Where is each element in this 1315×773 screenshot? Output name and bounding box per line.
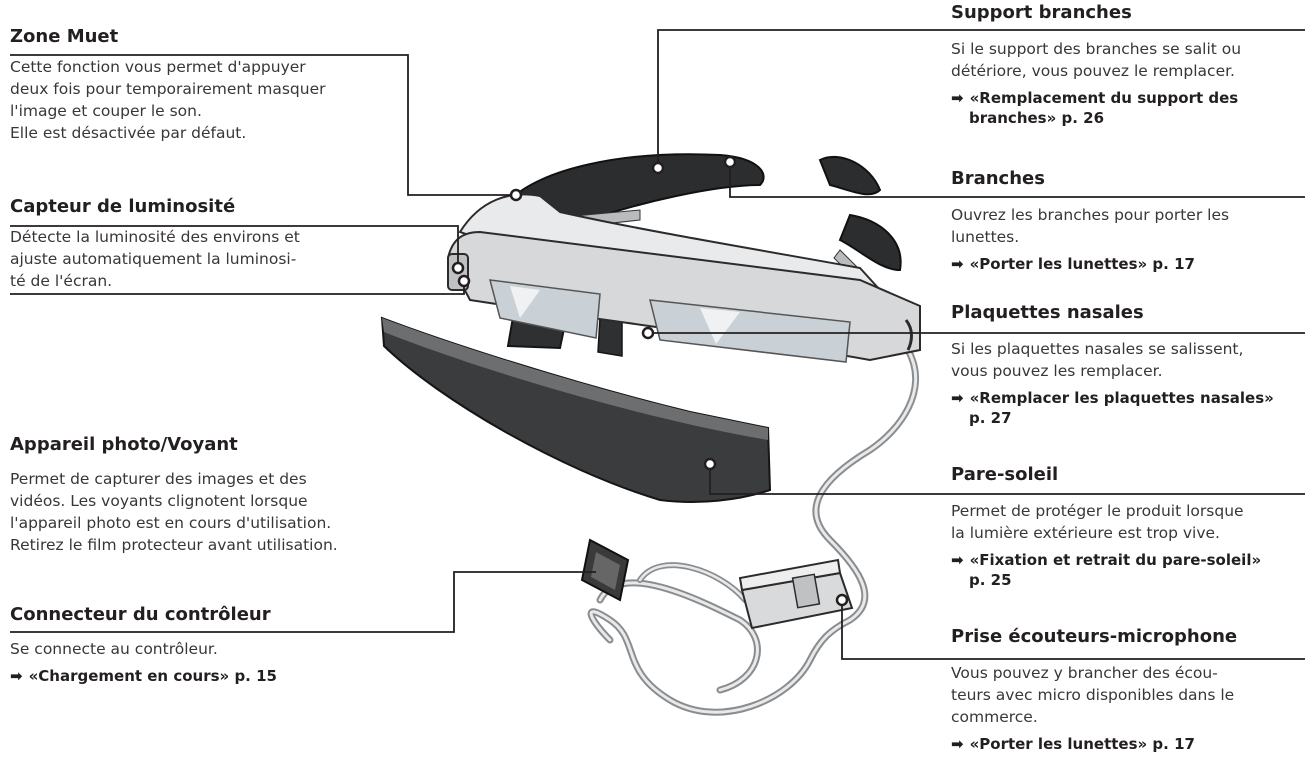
leader-zone-muet xyxy=(10,54,516,196)
dot-pare-soleil xyxy=(703,457,717,471)
connecteur-title: Connecteur du contrôleur xyxy=(10,604,271,625)
connecteur-ref-link[interactable]: ➡«Chargement en cours» p. 15 xyxy=(10,667,277,685)
prise-ref-link[interactable]: ➡«Porter les lunettes» p. 17 xyxy=(951,735,1195,753)
dot-zone-muet xyxy=(509,188,523,202)
branches-block: Branches Ouvrez les branches pour porter… xyxy=(951,168,1311,274)
arrow-right-icon: ➡ xyxy=(951,89,964,107)
leader-prise xyxy=(841,600,1305,660)
arrow-right-icon: ➡ xyxy=(951,389,964,407)
plaquettes-ref-link[interactable]: ➡«Remplacer les plaquettes nasales» p. 2… xyxy=(951,389,1274,427)
plaquettes-title: Plaquettes nasales xyxy=(951,302,1144,323)
branches-desc: Ouvrez les branches pour porter les lune… xyxy=(951,206,1230,246)
support-desc: Si le support des branches se salit ou d… xyxy=(951,40,1242,80)
dot-branches xyxy=(723,155,737,169)
zone-muet-title: Zone Muet xyxy=(10,26,119,47)
connecteur-block: Connecteur du contrôleur Se connecte au … xyxy=(10,604,450,686)
leader-branches xyxy=(729,162,1305,198)
appareil-block: Appareil photo/Voyant Permet de capturer… xyxy=(10,434,450,556)
dot-plaquettes xyxy=(641,326,655,340)
capteur-desc: Détecte la luminosité des environs et aj… xyxy=(10,228,300,290)
zone-muet-desc: Cette fonction vous permet d'appuyer deu… xyxy=(10,58,326,142)
leader-connecteur xyxy=(10,571,596,633)
capteur-block: Capteur de luminosité Détecte la luminos… xyxy=(10,196,450,292)
plaquettes-desc: Si les plaquettes nasales se salissent, … xyxy=(951,340,1244,380)
leader-lines xyxy=(10,29,1305,660)
support-title: Support branches xyxy=(951,2,1132,23)
connector-plug xyxy=(580,538,630,602)
glasses-frame xyxy=(446,153,921,363)
callout-dots xyxy=(451,155,849,607)
support-block: Support branches Si le support des branc… xyxy=(951,2,1311,128)
prise-title: Prise écouteurs-microphone xyxy=(951,626,1238,647)
pare-soleil-desc: Permet de protéger le produit lorsque la… xyxy=(951,502,1244,542)
support-ref-link[interactable]: ➡«Remplacement du support des branches» … xyxy=(951,89,1239,127)
pare-soleil-title: Pare-soleil xyxy=(951,464,1059,485)
connecteur-desc: Se connecte au contrôleur. xyxy=(10,640,218,658)
zone-muet-block: Zone Muet Cette fonction vous permet d'a… xyxy=(10,26,410,144)
arrow-right-icon: ➡ xyxy=(951,735,964,753)
appareil-title: Appareil photo/Voyant xyxy=(10,434,238,455)
arrow-right-icon: ➡ xyxy=(951,255,964,273)
plaquettes-block: Plaquettes nasales Si les plaquettes nas… xyxy=(951,302,1311,428)
cable xyxy=(587,346,920,716)
pare-soleil-block: Pare-soleil Permet de protéger le produi… xyxy=(951,464,1311,590)
headset-jack-box xyxy=(738,558,854,630)
leader-capteur xyxy=(10,225,459,268)
appareil-desc: Permet de capturer des images et des vid… xyxy=(10,470,338,554)
leader-support xyxy=(657,29,1305,168)
pare-soleil-ref-link[interactable]: ➡«Fixation et retrait du pare-soleil» p.… xyxy=(951,551,1262,589)
leader-pare-soleil xyxy=(709,464,1305,495)
arrow-right-icon: ➡ xyxy=(10,667,23,685)
prise-desc: Vous pouvez y brancher des écou- teurs a… xyxy=(951,664,1235,726)
dot-capteur xyxy=(451,261,465,275)
branches-title: Branches xyxy=(951,168,1045,189)
dot-support xyxy=(651,161,665,175)
dot-appareil xyxy=(457,274,471,288)
dot-prise xyxy=(835,593,849,607)
prise-block: Prise écouteurs-microphone Vous pouvez y… xyxy=(951,626,1311,754)
arrow-right-icon: ➡ xyxy=(951,551,964,569)
branches-ref-link[interactable]: ➡«Porter les lunettes» p. 17 xyxy=(951,255,1195,273)
capteur-title: Capteur de luminosité xyxy=(10,196,236,217)
